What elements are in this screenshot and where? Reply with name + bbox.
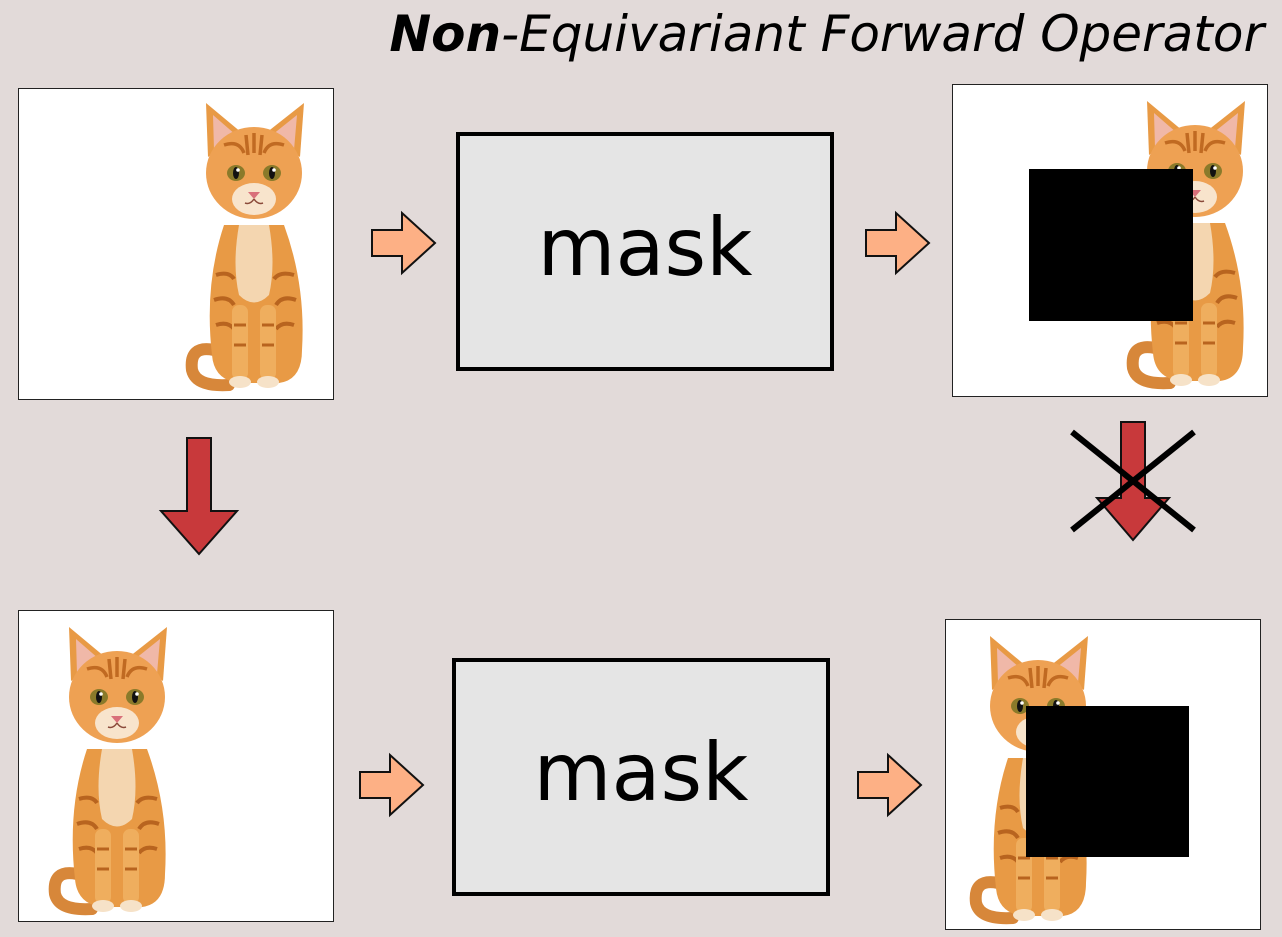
cat-image xyxy=(184,95,324,395)
top-left-image-panel xyxy=(18,88,334,400)
bottom-right-masked-image-panel xyxy=(945,619,1261,930)
page-title: Non-Equivariant Forward Operator xyxy=(389,2,1264,66)
small-right-arrow-icon xyxy=(359,752,425,818)
title-rest-part: -Equivariant Forward Operator xyxy=(501,5,1264,63)
bottom-left-image-panel xyxy=(18,610,334,922)
crossed-down-arrow-icon xyxy=(1070,421,1196,542)
mask-square xyxy=(1029,169,1193,321)
mask-square xyxy=(1026,706,1189,857)
small-right-arrow-icon xyxy=(371,210,437,276)
small-right-arrow-icon xyxy=(857,752,923,818)
bottom-mask-operator-box: mask xyxy=(452,658,830,896)
top-mask-label: mask xyxy=(537,200,753,294)
x-mark-icon xyxy=(1070,429,1196,533)
title-bold-part: Non xyxy=(389,5,502,63)
top-mask-operator-box: mask xyxy=(456,132,834,371)
top-right-masked-image-panel xyxy=(952,84,1268,397)
big-down-arrow-icon xyxy=(158,437,240,556)
cat-image xyxy=(47,619,187,919)
bottom-mask-label: mask xyxy=(533,726,749,819)
small-right-arrow-icon xyxy=(865,210,931,276)
